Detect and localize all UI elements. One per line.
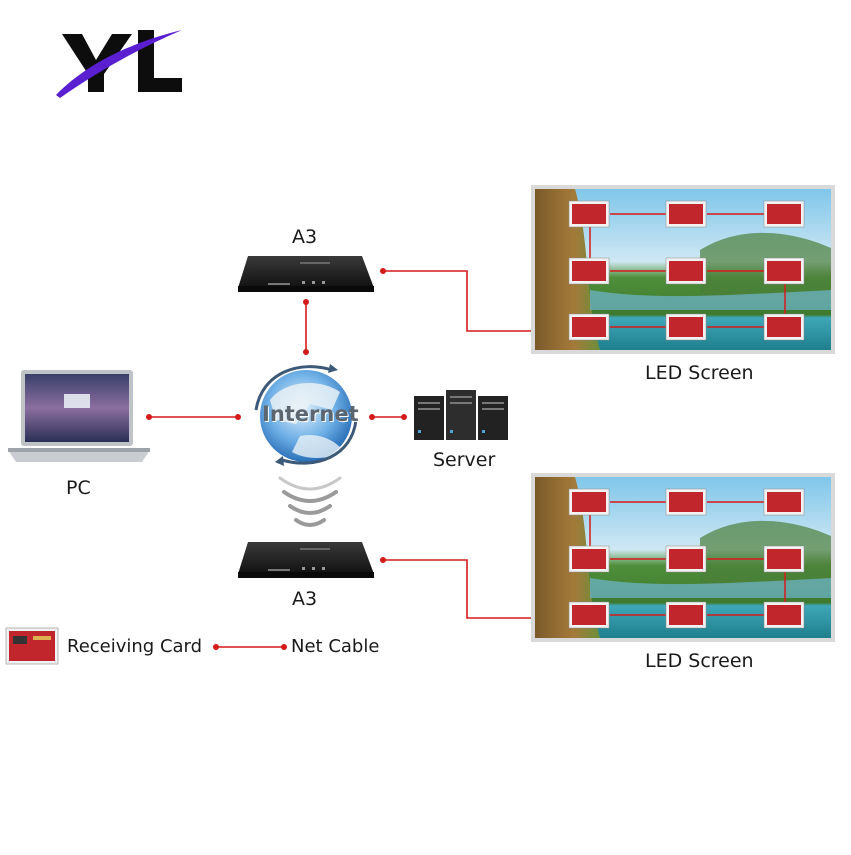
led-screen-bottom [531,473,835,642]
legend-receiving-card-icon [5,627,59,665]
a3-device-bottom [238,542,374,578]
receiving-cards-bottom [568,488,805,629]
server-icon [414,390,508,440]
led-screen-top-label: LED Screen [645,362,754,384]
cable-endpoints [146,268,407,563]
receiving-cards-top [568,200,805,341]
laptop-icon [8,370,150,462]
led-screen-top [531,185,835,354]
a3-bottom-label: A3 [292,588,318,610]
pc-label: PC [66,477,91,499]
net-cables [149,270,566,619]
brand-logo [56,30,182,98]
legend-net-cable-label: Net Cable [291,636,380,657]
legend-net-cable-icon [213,644,287,650]
internet-globe-icon [254,364,358,466]
a3-device-top [238,256,374,292]
wifi-icon [278,476,342,527]
server-label: Server [433,449,496,471]
internet-label: Internet [262,402,359,426]
a3-top-label: A3 [292,226,318,248]
led-screen-bottom-label: LED Screen [645,650,754,672]
legend-receiving-card-label: Receiving Card [67,636,203,657]
